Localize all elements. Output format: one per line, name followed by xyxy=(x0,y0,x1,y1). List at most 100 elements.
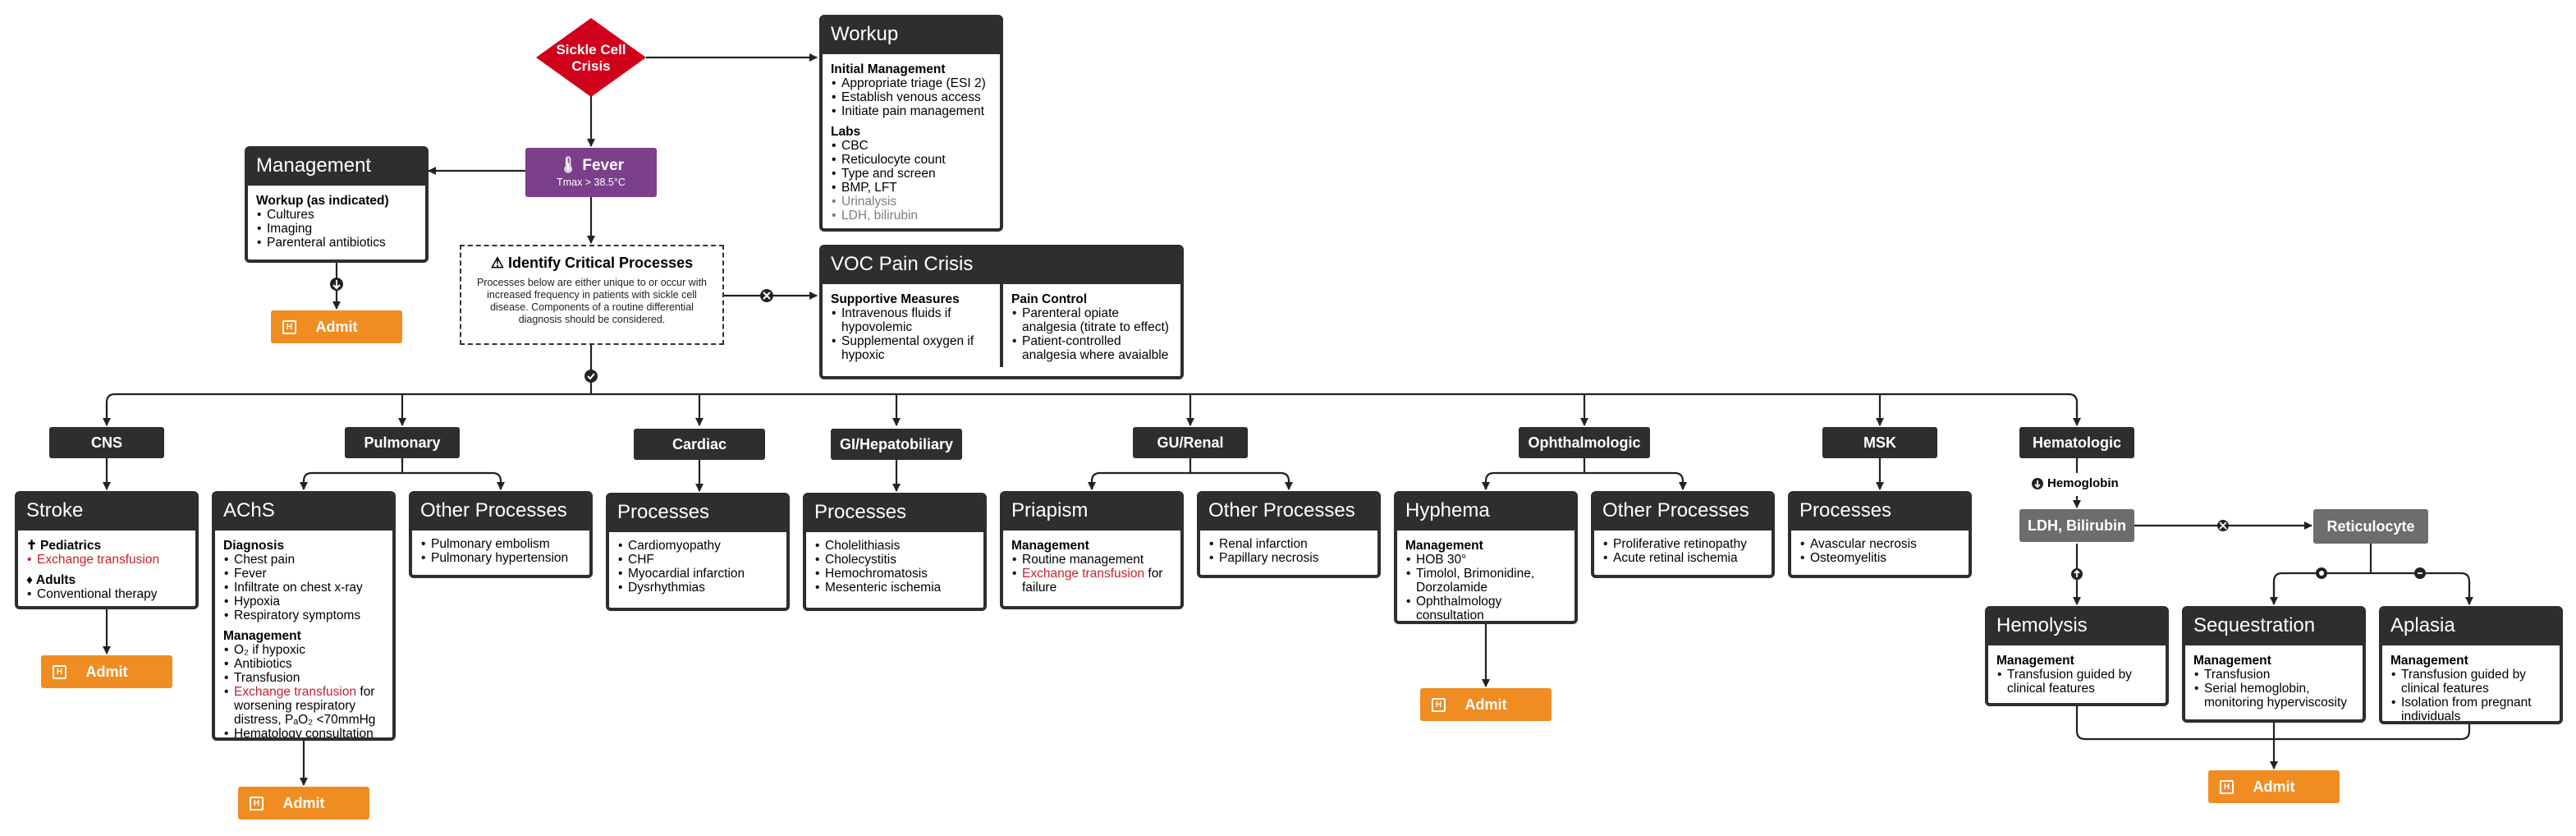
hospital-icon: H xyxy=(1432,698,1446,712)
list-item: •Parenteral opiate analgesia (titrate to… xyxy=(1012,306,1169,334)
red-text: Exchange transfusion xyxy=(1022,567,1145,581)
list-item: Imaging xyxy=(256,222,417,236)
list-item: Transfusion xyxy=(223,671,384,685)
list-item: Pulmonary embolism xyxy=(420,537,581,551)
workup-card: Workup Initial Management Appropriate tr… xyxy=(819,15,1003,232)
adult-icon: ♦ xyxy=(26,573,33,587)
start-line-2: Crisis xyxy=(571,58,611,74)
gi-title: Processes xyxy=(806,496,983,532)
list-item: Mesenteric ischemia xyxy=(814,581,975,595)
msk-card: Processes Avascular necrosis Osteomyelit… xyxy=(1788,491,1972,578)
admit-button-stroke[interactable]: H Admit xyxy=(41,655,172,688)
start-label: Sickle Cell Crisis xyxy=(542,42,640,75)
fever-subtitle: Tmax > 38.5°C xyxy=(557,177,626,188)
msk-title: Processes xyxy=(1791,494,1969,531)
aplasia-title: Aplasia xyxy=(2382,609,2560,645)
list-item: •Intravenous fluids if hypovolemic xyxy=(832,306,951,334)
list-item: Myocardial infarction xyxy=(617,567,778,581)
category-cns: CNS xyxy=(49,427,164,458)
list-item: Urinalysis xyxy=(831,195,992,209)
oph-other-card: Other Processes Proliferative retinopath… xyxy=(1591,491,1775,578)
hospital-icon: H xyxy=(53,665,66,679)
hemoglobin-text: Hemoglobin xyxy=(2047,476,2119,490)
priapism-mgmt-title: Management xyxy=(1011,539,1089,553)
management-card: Management Workup (as indicated) Culture… xyxy=(245,146,429,263)
list-item: Cholecystitis xyxy=(814,553,975,567)
hyphema-title: Hyphema xyxy=(1397,494,1574,531)
workup-initial-title: Initial Management xyxy=(831,62,946,76)
list-item: •Patient-controlled analgesia where avai… xyxy=(1012,334,1169,362)
cardiac-card: Processes Cardiomyopathy CHF Myocardial … xyxy=(606,493,790,611)
admit-label: Admit xyxy=(315,318,358,335)
sequestration-card: Sequestration Management Transfusion Ser… xyxy=(2182,606,2366,723)
list-item: Conventional therapy xyxy=(26,587,187,601)
category-hematologic: Hematologic xyxy=(2019,427,2134,458)
pulm-other-card: Other Processes Pulmonary embolism Pulmo… xyxy=(409,491,593,578)
list-item: Isolation from pregnant individuals xyxy=(2390,696,2551,721)
list-item: Reticulocyte count xyxy=(831,153,992,167)
reticulocyte-node: Reticulocyte xyxy=(2313,509,2428,544)
voc-card: VOC Pain Crisis Supportive Measures •Int… xyxy=(819,245,1184,379)
sequestration-title: Sequestration xyxy=(2185,609,2363,645)
sequestration-mgmt-title: Management xyxy=(2193,654,2271,668)
critical-processes-node: ⚠ Identify Critical Processes Processes … xyxy=(460,245,724,345)
hospital-icon: H xyxy=(282,320,296,334)
admit-label: Admit xyxy=(2253,778,2295,795)
admit-button-achs[interactable]: H Admit xyxy=(238,787,369,820)
stroke-title: Stroke xyxy=(18,494,195,531)
list-item: Establish venous access xyxy=(831,90,992,104)
list-item: O₂ if hypoxic xyxy=(223,643,384,657)
workup-title: Workup xyxy=(823,18,1000,54)
category-cardiac: Cardiac xyxy=(634,429,765,460)
fever-title: Fever xyxy=(582,157,625,174)
list-item: Exchange transfusion for worsening respi… xyxy=(223,685,384,727)
category-pulmonary: Pulmonary xyxy=(345,427,460,458)
list-item: Parenteral antibiotics xyxy=(256,236,417,250)
gu-other-card: Other Processes Renal infarction Papilla… xyxy=(1197,491,1381,578)
gi-card: Processes Cholelithiasis Cholecystitis H… xyxy=(803,493,987,611)
list-item: Timolol, Brimonidine, Dorzolamide xyxy=(1405,567,1566,595)
list-item: Transfusion guided by clinical features xyxy=(2390,668,2551,696)
voc-left-title: Supportive Measures xyxy=(831,292,960,306)
achs-title: AChS xyxy=(215,494,392,531)
oph-other-title: Other Processes xyxy=(1594,494,1772,531)
stroke-card: Stroke ✝Pediatrics Exchange transfusion … xyxy=(15,491,199,609)
category-gi: GI/Hepatobiliary xyxy=(831,429,962,460)
admit-label: Admit xyxy=(282,794,325,811)
list-item: Hematology consultation xyxy=(223,727,384,737)
achs-dx-title: Diagnosis xyxy=(223,539,285,553)
stroke-ped-title: Pediatrics xyxy=(40,539,102,553)
admit-label: Admit xyxy=(1464,696,1507,713)
warning-icon: ⚠ xyxy=(490,255,504,271)
list-item: Papillary necrosis xyxy=(1208,551,1369,565)
admit-button-hematologic[interactable]: H Admit xyxy=(2208,770,2340,803)
list-item: Cardiomyopathy xyxy=(617,539,778,553)
hemolysis-title: Hemolysis xyxy=(1988,609,2166,645)
achs-card: AChS Diagnosis Chest pain Fever Infiltra… xyxy=(212,491,396,741)
admit-button-hyphema[interactable]: H Admit xyxy=(1420,688,1552,721)
workup-labs-title: Labs xyxy=(831,125,861,139)
achs-mgmt-title: Management xyxy=(223,629,301,643)
admit-button-management[interactable]: H Admit xyxy=(271,310,402,343)
list-item: Pulmonary hypertension xyxy=(420,551,581,565)
category-msk: MSK xyxy=(1822,427,1937,458)
list-item: Antibiotics xyxy=(223,657,384,671)
ldh-bilirubin-node: LDH, Bilirubin xyxy=(2019,509,2134,542)
list-item: Renal infarction xyxy=(1208,537,1369,551)
critical-description: Processes below are either unique to or … xyxy=(476,277,707,325)
hospital-icon: H xyxy=(250,797,264,811)
fever-node: 🌡 Fever Tmax > 38.5°C xyxy=(525,148,657,197)
cardiac-title: Processes xyxy=(609,496,786,532)
gu-other-title: Other Processes xyxy=(1200,494,1377,531)
start-diamond xyxy=(536,18,646,97)
list-item: BMP, LFT xyxy=(831,181,992,195)
list-item: Serial hemoglobin, monitoring hypervisco… xyxy=(2193,682,2354,710)
admit-label: Admit xyxy=(85,663,128,680)
hemolysis-mgmt-title: Management xyxy=(1996,654,2074,668)
list-item: Respiratory symptoms xyxy=(223,609,384,622)
hospital-icon: H xyxy=(2220,780,2234,794)
management-title: Management xyxy=(248,149,425,186)
list-item: Hemochromatosis xyxy=(814,567,975,581)
critical-title: Identify Critical Processes xyxy=(508,255,694,271)
